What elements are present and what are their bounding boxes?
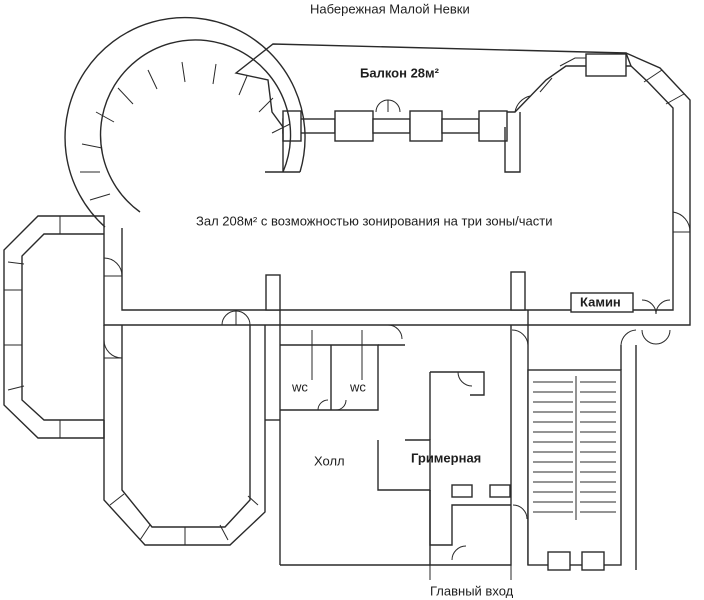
balcony-window-blocks [282, 110, 508, 142]
entrance-vestibule [429, 484, 528, 580]
dressing-room-label: Гримерная [411, 450, 481, 465]
hall-label: Зал 208м² с возможностью зонирования на … [196, 213, 552, 228]
wc-right-label: wc [349, 379, 366, 394]
staircase [429, 310, 637, 571]
fireplace-label: Камин [580, 294, 621, 309]
wc-left-label: wc [291, 379, 308, 394]
street-label: Набережная Малой Невки [310, 1, 470, 16]
lower-left-room [103, 310, 266, 546]
balcony-label: Балкон 28м² [360, 65, 440, 80]
lobby-label: Холл [314, 453, 345, 468]
balcony-doors [375, 99, 401, 113]
fireplace-block [570, 292, 671, 345]
round-tower [64, 16, 306, 228]
service-block [265, 310, 485, 566]
main-entrance-label: Главный вход [430, 583, 514, 598]
hall-walls [103, 52, 691, 326]
left-bay [3, 215, 123, 439]
